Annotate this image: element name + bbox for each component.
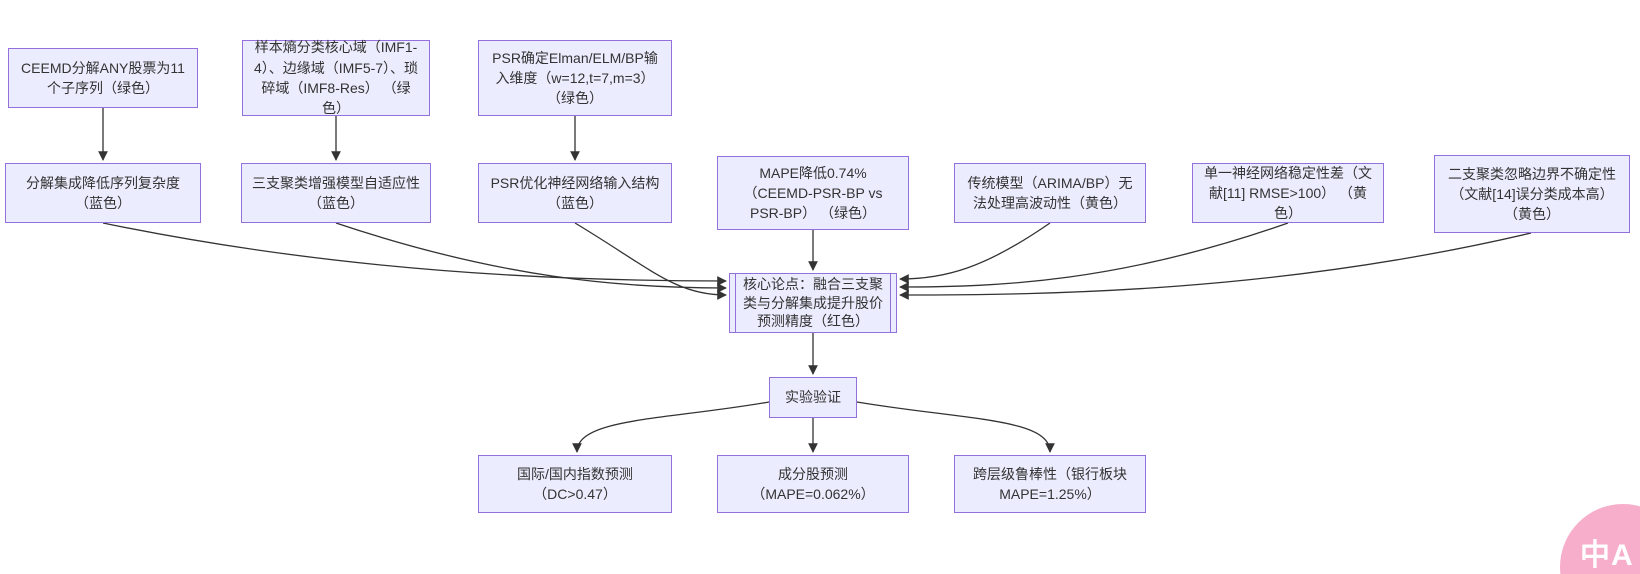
- flow-arrow: [574, 222, 727, 300]
- node-two-way-limitation: 二支聚类忽略边界不确定性（文献[14]误分类成本高）（黄色）: [1434, 155, 1630, 233]
- node-psr-input-dimension: PSR确定Elman/ELM/BP输入维度（w=12,t=7,m=3） （绿色）: [478, 40, 672, 116]
- flow-arrow: [102, 222, 727, 286]
- node-three-way-benefit: 三支聚类增强模型自适应性（蓝色）: [241, 163, 431, 223]
- flow-arrow: [335, 222, 727, 293]
- flow-arrow: [899, 222, 1289, 292]
- flow-arrow: [856, 401, 1055, 453]
- flow-arrow: [899, 222, 1051, 284]
- node-psr-benefit: PSR优化神经网络输入结构（蓝色）: [478, 163, 672, 223]
- node-cross-level-robustness: 跨层级鲁棒性（银行板块 MAPE=1.25%）: [954, 455, 1146, 513]
- node-ceemd-decompose: CEEMD分解ANY股票为11个子序列（绿色）: [8, 48, 198, 108]
- node-index-prediction: 国际/国内指数预测（DC>0.47）: [478, 455, 672, 513]
- node-decomposition-benefit: 分解集成降低序列复杂度（蓝色）: [5, 163, 201, 223]
- node-sample-entropy: 样本熵分类核心域（IMF1-4）、边缘域（IMF5-7）、琐碎域（IMF8-Re…: [242, 39, 430, 116]
- watermark-label: 中A: [1580, 539, 1634, 572]
- node-single-nn-limitation: 单一神经网络稳定性差（文献[11] RMSE>100） （黄色）: [1192, 163, 1384, 223]
- node-core-thesis: 核心论点：融合三支聚类与分解集成提升股价预测精度（红色）: [729, 273, 897, 333]
- node-experiment-validation: 实验验证: [769, 377, 857, 418]
- flow-arrow: [572, 401, 770, 453]
- node-traditional-limitation: 传统模型（ARIMA/BP）无法处理高波动性（黄色）: [954, 163, 1146, 223]
- node-mape-improvement: MAPE降低0.74%（CEEMD-PSR-BP vs PSR-BP） （绿色）: [717, 156, 909, 230]
- flow-arrow: [899, 232, 1532, 300]
- watermark-badge[interactable]: 中A: [1560, 504, 1640, 574]
- node-constituent-prediction: 成分股预测（MAPE=0.062%）: [717, 455, 909, 513]
